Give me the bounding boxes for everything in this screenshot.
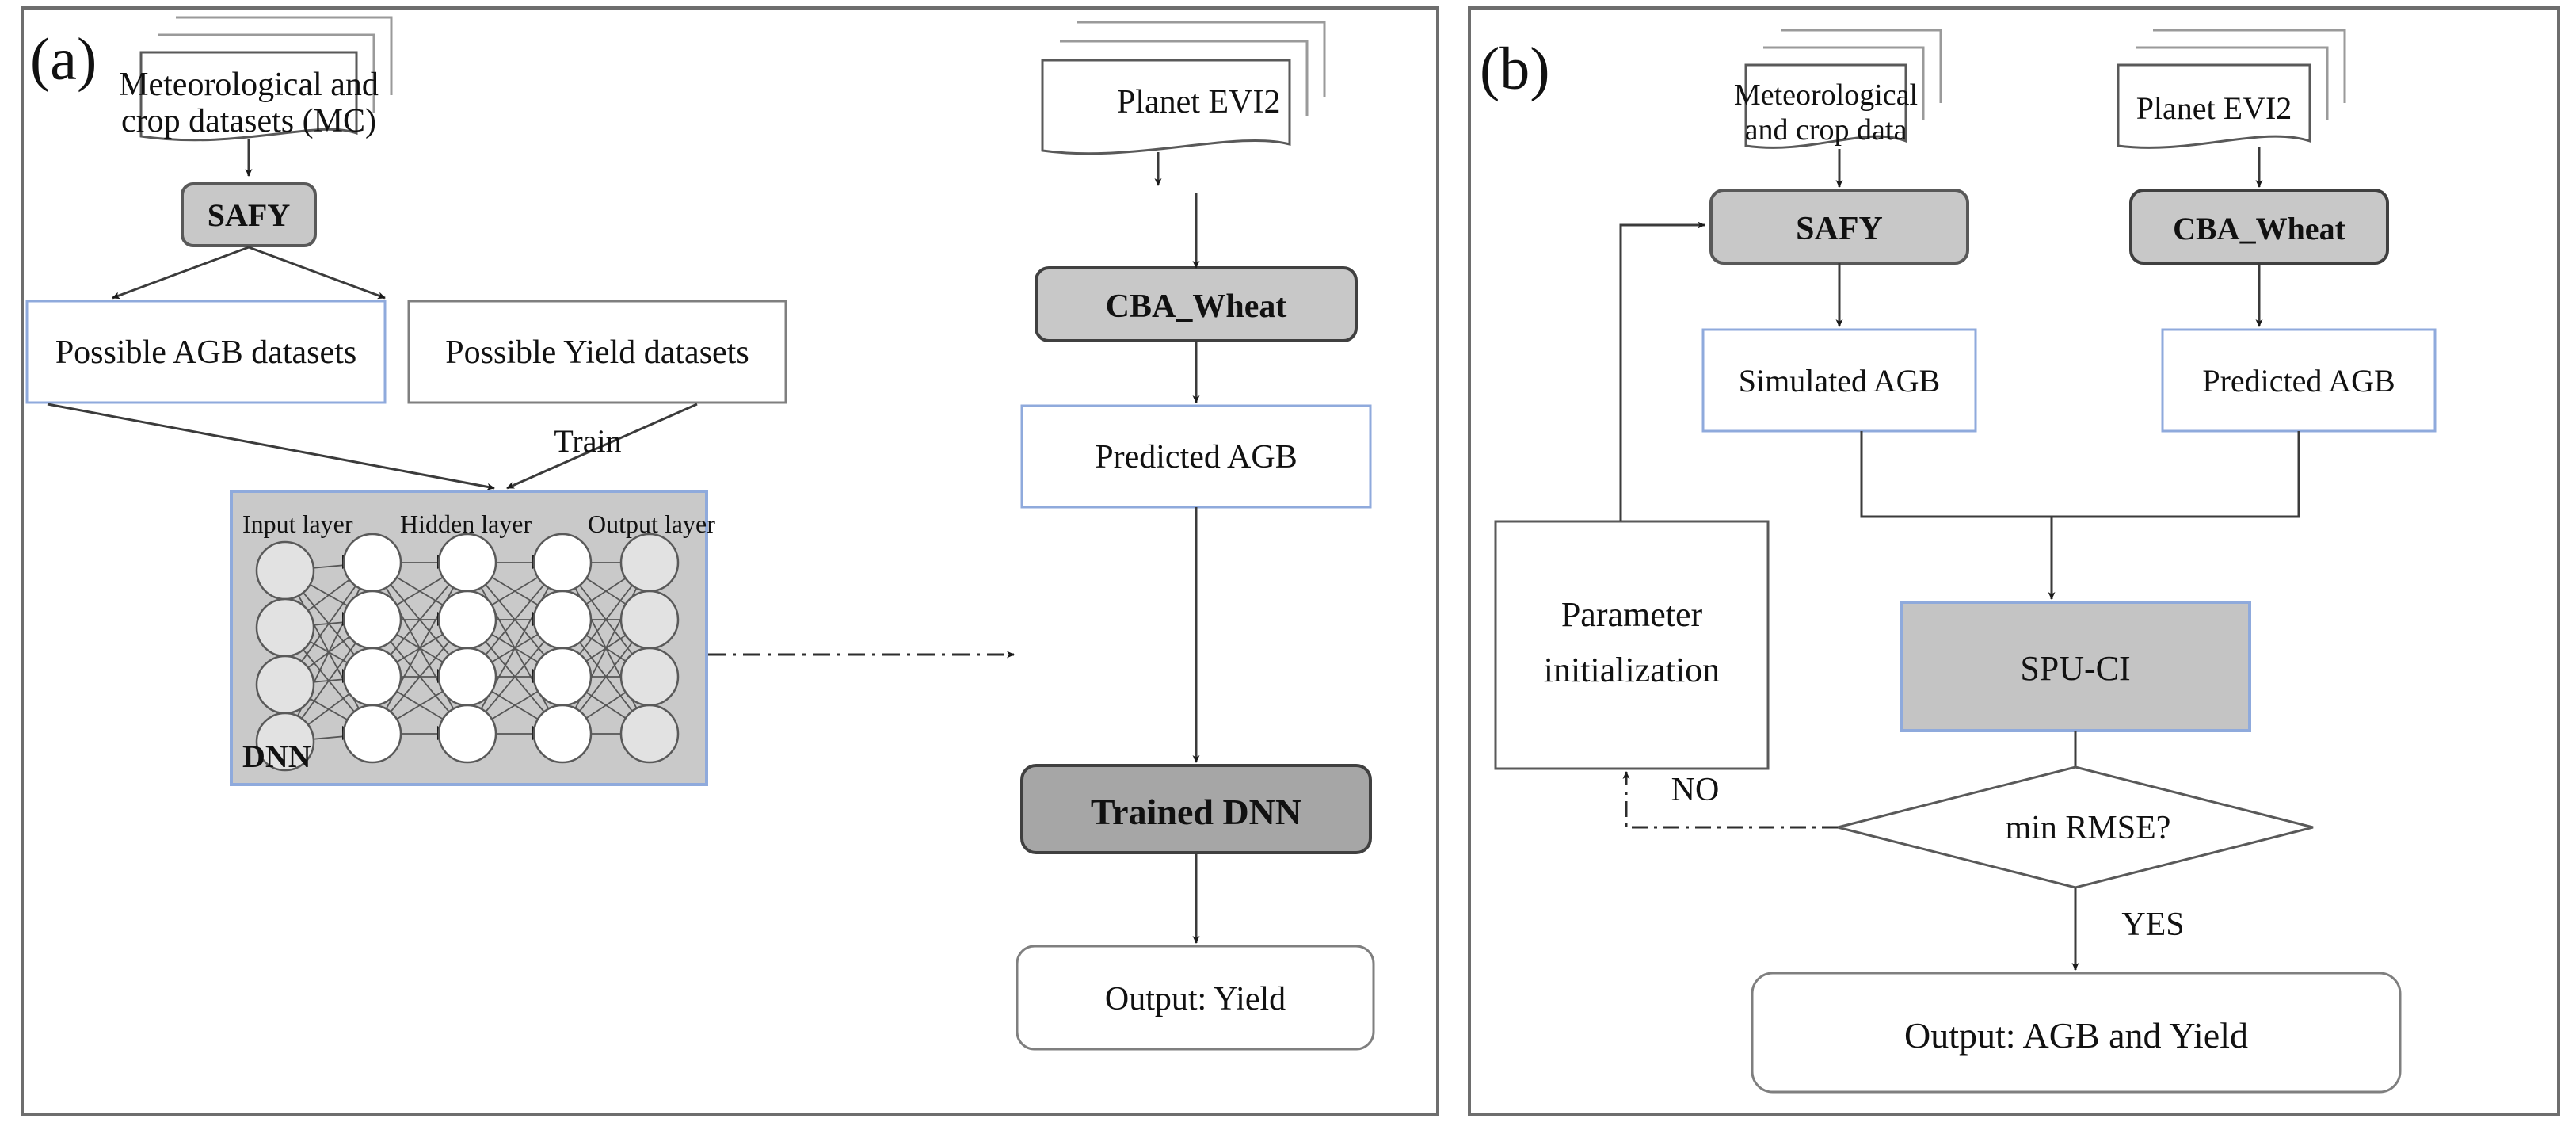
cba-wheat-b-label: CBA_Wheat	[2173, 211, 2345, 246]
planet-evi2-b-label: Planet EVI2	[2136, 90, 2292, 126]
predicted-agb-b-label: Predicted AGB	[2202, 363, 2395, 399]
node-simulated-agb: Simulated AGB	[1701, 328, 1977, 433]
min-rmse-label: min RMSE?	[2006, 810, 2171, 846]
nn-connections	[284, 562, 650, 743]
mc-data-b-line2: and crop data	[1745, 113, 1907, 147]
mc-datasets-doc-shape	[139, 51, 358, 142]
simulated-agb-shape	[1701, 328, 1977, 433]
node-trained-dnn: Trained DNN	[1020, 764, 1372, 854]
spu-ci-label: SPU-CI	[2020, 649, 2130, 688]
safy-a-shape	[181, 182, 317, 247]
predicted-agb-a-label: Predicted AGB	[1095, 439, 1297, 475]
safy-b-label: SAFY	[1796, 211, 1883, 247]
node-cba-wheat-a: CBA_Wheat	[1035, 266, 1358, 342]
edge-safy-to-possible-agb	[112, 246, 250, 300]
node-safy-b: SAFY	[1709, 189, 1969, 265]
node-planet-evi2-b: Planet EVI2	[2117, 29, 2346, 149]
planet-evi2-a-doc-shape	[1041, 59, 1291, 155]
edge-yield-to-dnn	[506, 403, 698, 490]
safy-a-label: SAFY	[208, 197, 291, 233]
edge-label-train: Train	[554, 423, 621, 459]
node-spu-ci: SPU-CI	[1900, 601, 2251, 732]
node-dnn-panel: Input layer Hidden layer Output layer	[230, 490, 715, 786]
node-predicted-agb-b: Predicted AGB	[2161, 328, 2437, 433]
edge-predagb-to-spuci	[2052, 431, 2300, 518]
node-output-yield: Output: Yield	[1016, 945, 1375, 1051]
nn-hidden-layer-1	[342, 533, 402, 764]
dnn-panel-label: DNN	[242, 739, 311, 774]
param-init-line2: initialization	[1544, 651, 1720, 689]
edge-agb-to-dnn	[47, 403, 495, 491]
spu-ci-shape	[1900, 601, 2251, 732]
simulated-agb-label: Simulated AGB	[1739, 363, 1940, 399]
nn-input-nodes	[255, 540, 315, 772]
mc-datasets-line1: Meteorological and	[119, 67, 379, 103]
node-param-init: Parameter initialization	[1494, 520, 1770, 770]
cba-wheat-a-label: CBA_Wheat	[1106, 288, 1287, 325]
nn-layer-title-input: Input layer	[242, 510, 353, 538]
edge-label-no: NO	[1671, 772, 1720, 808]
mc-data-b-doc-shape	[1744, 63, 1907, 149]
predicted-agb-b-shape	[2161, 328, 2437, 433]
trained-dnn-label: Trained DNN	[1091, 792, 1301, 832]
possible-yield-label: Possible Yield datasets	[445, 334, 749, 371]
panel-a: (a) Meteorological and crop datasets (MC…	[21, 6, 1439, 1116]
possible-yield-shape	[407, 300, 787, 404]
nn-hidden-layer-2	[437, 533, 497, 764]
node-mc-datasets: Meteorological and crop datasets (MC)	[119, 16, 393, 142]
output-yield-shape	[1016, 945, 1375, 1051]
mc-data-b-line1: Meteorological	[1734, 78, 1918, 112]
param-init-shape	[1494, 520, 1770, 770]
panel-a-border	[21, 6, 1439, 1116]
mc-datasets-line2: crop datasets (MC)	[121, 103, 376, 139]
output-agb-yield-shape	[1751, 972, 2402, 1094]
possible-agb-shape	[25, 300, 387, 404]
predicted-agb-a-shape	[1020, 404, 1372, 509]
node-predicted-agb-a: Predicted AGB	[1020, 404, 1372, 509]
node-planet-evi2-a: Planet EVI2	[1041, 21, 1326, 155]
possible-agb-label: Possible AGB datasets	[55, 334, 356, 371]
panel-b: (b) Meteorological and crop data Planet …	[1468, 6, 2560, 1116]
node-cba-wheat-b: CBA_Wheat	[2129, 189, 2389, 265]
nn-output-nodes	[619, 533, 680, 764]
edge-paraminit-to-safy	[1619, 221, 1705, 521]
planet-evi2-a-label: Planet EVI2	[1117, 84, 1280, 120]
output-yield-label: Output: Yield	[1105, 981, 1286, 1017]
node-safy-a: SAFY	[181, 182, 317, 247]
node-mc-data-b: Meteorological and crop data	[1734, 29, 1942, 149]
node-possible-agb: Possible AGB datasets	[25, 300, 387, 404]
panel-b-border	[1468, 6, 2560, 1116]
node-possible-yield: Possible Yield datasets	[407, 300, 787, 404]
planet-evi2-b-doc-shape	[2117, 63, 2311, 149]
edge-label-yes: YES	[2121, 907, 2184, 943]
panel-b-label: (b)	[1480, 36, 1550, 102]
edge-safy-to-possible-yield	[248, 246, 386, 300]
param-init-line1: Parameter	[1561, 595, 1703, 634]
edge-no-branch	[1622, 771, 1838, 829]
output-agb-yield-label: Output: AGB and Yield	[1904, 1015, 2248, 1056]
panel-a-label: (a)	[30, 26, 97, 93]
node-output-agb-yield: Output: AGB and Yield	[1751, 972, 2402, 1094]
edge-simagb-to-spuci	[1860, 431, 2052, 518]
nn-hidden-layer-3	[532, 533, 593, 764]
